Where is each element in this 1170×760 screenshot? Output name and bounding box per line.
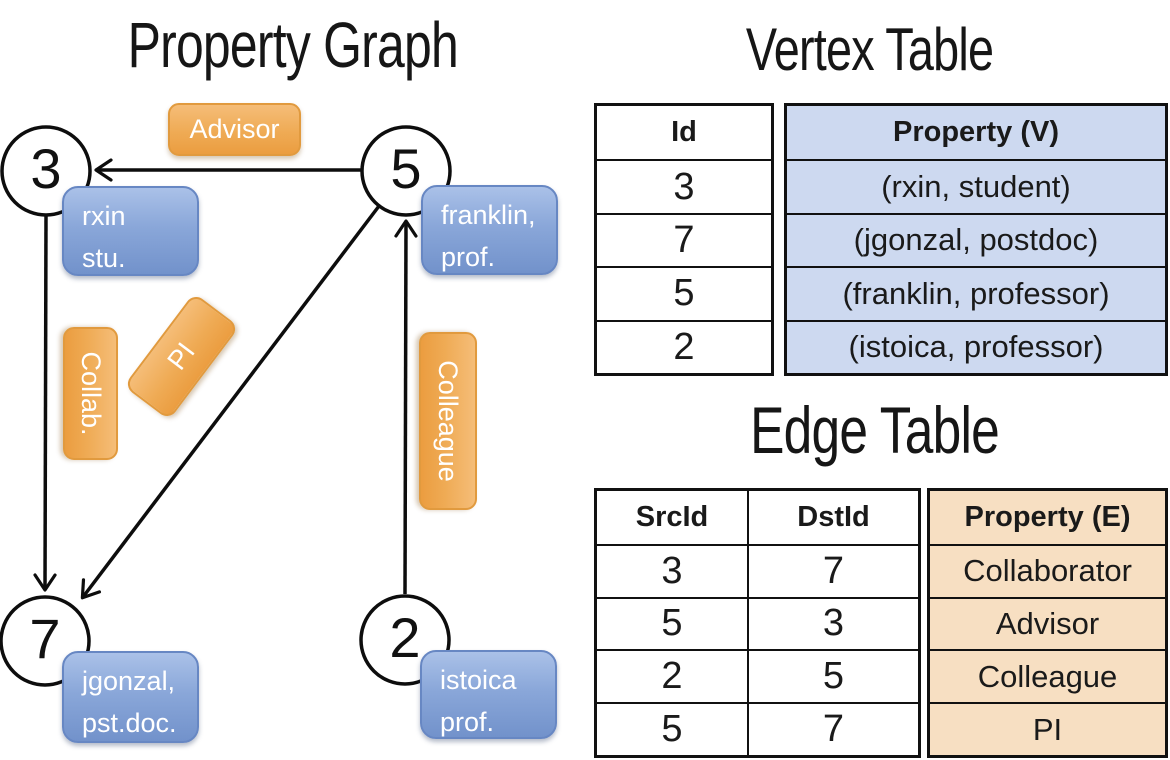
property-graph-title: Property Graph [0, 8, 585, 82]
vertex-table-property-cell: (istoica, professor) [787, 319, 1165, 373]
vertex-property-label-istoica: istoica prof. [420, 650, 557, 739]
edge-pi-5-to-7 [80, 204, 381, 600]
vertex-table-property-column: Property (V) (rxin, student) (jgonzal, p… [784, 103, 1168, 376]
vertex-table-id-cell: 3 [597, 159, 771, 212]
property-graph-title-text: Property Graph [127, 9, 458, 81]
edge-collab-3-to-7 [33, 214, 57, 592]
vertex-property-line: franklin, [441, 200, 536, 230]
vertex-property-line: prof. [440, 707, 495, 737]
edge-table-dst-cell: 7 [747, 543, 918, 597]
vertex-property-label-rxin: rxin stu. [62, 186, 199, 276]
edge-label-text: PI [161, 336, 201, 376]
edge-table-src-cell: 2 [597, 649, 747, 702]
edge-label-text: Collab. [76, 351, 106, 436]
edge-table-property-cell: Advisor [930, 596, 1165, 650]
edge-table-property-header: Property (E) [930, 491, 1165, 544]
edge-table-property-cell: PI [930, 702, 1165, 755]
vertex-property-label-jgonzal: jgonzal, pst.doc. [62, 651, 199, 743]
edge-label-text: Colleague [433, 360, 464, 482]
edge-table-dst-cell: 3 [747, 596, 918, 650]
vertex-property-line: rxin [82, 201, 126, 231]
edge-table-src-header: SrcId [635, 500, 709, 533]
edge-table-property-cell: Collaborator [930, 543, 1165, 597]
edge-table-dst-header: DstId [747, 491, 918, 544]
edge-label-text: Advisor [189, 114, 280, 144]
vertex-property-line: pst.doc. [82, 708, 177, 738]
vertex-table-id-cell: 2 [597, 319, 771, 373]
vertex-property-line: jgonzal, [82, 666, 176, 696]
vertex-table-id-column: Id 3 7 5 2 [594, 103, 774, 376]
vertex-table-id-cell: 5 [597, 266, 771, 319]
edge-table-src-cell: 5 [597, 702, 747, 755]
vertex-table-title-text: Vertex Table [746, 16, 994, 83]
edge-label-colleague: Colleague [419, 332, 477, 510]
edge-table-src-cell: 3 [597, 543, 747, 597]
edge-table-title-text: Edge Table [750, 393, 1001, 467]
edge-label-advisor: Advisor [168, 103, 301, 156]
vertex-table-title: Vertex Table [582, 15, 1158, 84]
edge-table-dst-cell: 5 [747, 649, 918, 703]
edge-table-id-columns: SrcId DstId 3 7 5 3 2 5 5 7 [594, 488, 921, 758]
vertex-table-property-cell: (franklin, professor) [787, 266, 1165, 320]
vertex-property-label-franklin: franklin, prof. [421, 185, 558, 275]
vertex-table-property-cell: (rxin, student) [787, 159, 1165, 213]
vertex-table-id-cell: 7 [597, 212, 771, 266]
vertex-table-property-header: Property (V) [787, 106, 1165, 160]
vertex-property-line: stu. [82, 243, 126, 273]
vertex-table-property-cell: (jgonzal, postdoc) [787, 212, 1165, 267]
edge-table-property-cell: Colleague [930, 649, 1165, 703]
node-5-id: 5 [390, 136, 422, 200]
edge-label-collab: Collab. [63, 327, 118, 460]
vertex-table-id-header: Id [671, 116, 697, 149]
edge-table-src-cell: 5 [597, 596, 747, 650]
edge-table-property-column: Property (E) Collaborator Advisor Collea… [927, 488, 1168, 758]
node-7-id: 7 [29, 606, 61, 670]
edge-table-title: Edge Table [587, 392, 1163, 468]
node-2-id: 2 [389, 605, 421, 669]
edge-table-dst-cell: 7 [747, 702, 918, 755]
vertex-property-line: istoica [440, 665, 517, 695]
vertex-property-line: prof. [441, 242, 496, 272]
edge-colleague-2-to-5 [394, 219, 418, 595]
node-3-id: 3 [30, 136, 62, 200]
